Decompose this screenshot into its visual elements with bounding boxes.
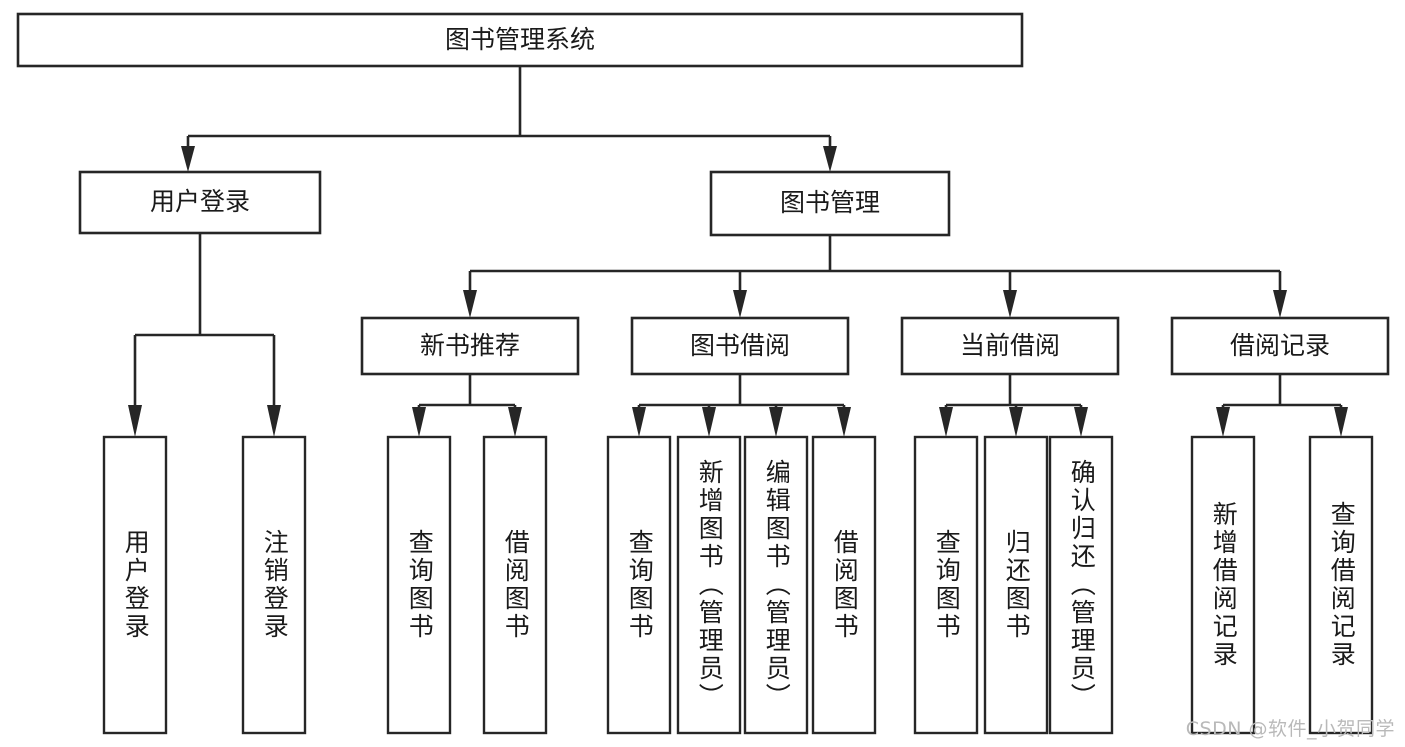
node-current-borrow-label: 当前借阅 xyxy=(960,331,1060,360)
node-current-borrow-box[interactable] xyxy=(900,316,1120,376)
leaf-box-12[interactable] xyxy=(1190,435,1256,735)
arrow-to-leaf-12 xyxy=(1216,407,1230,437)
leaf-box-10[interactable] xyxy=(983,435,1049,735)
leaf-box-9[interactable] xyxy=(913,435,979,735)
node-new-book-box[interactable] xyxy=(360,316,580,376)
leaf-box-5[interactable] xyxy=(606,435,672,735)
arrow-to-book-mgmt xyxy=(823,146,837,172)
leaf-box-2[interactable] xyxy=(241,435,307,735)
arrow-to-newbook xyxy=(463,290,477,318)
arrow-to-leaf-7 xyxy=(769,407,783,437)
node-root-box[interactable] xyxy=(16,12,1024,68)
node-borrow-record-box[interactable] xyxy=(1170,316,1390,376)
arrow-to-record xyxy=(1273,290,1287,318)
node-book-mgmt-box[interactable] xyxy=(709,170,951,237)
node-new-book-label: 新书推荐 xyxy=(420,331,520,360)
leaf-box-13[interactable] xyxy=(1308,435,1374,735)
node-borrow-box[interactable] xyxy=(630,316,850,376)
node-user-login-box[interactable] xyxy=(78,170,322,235)
leaf-box-7[interactable] xyxy=(743,435,809,735)
leaf-box-11[interactable] xyxy=(1048,435,1114,735)
leaf-box-8[interactable] xyxy=(811,435,877,735)
csdn-watermark: CSDN @软件_小贺同学 xyxy=(1185,718,1395,740)
arrow-to-leaf-9 xyxy=(939,407,953,437)
node-borrow-label: 图书借阅 xyxy=(690,331,790,360)
leaf-box-3[interactable] xyxy=(386,435,452,735)
arrow-to-leaf-1 xyxy=(128,405,142,437)
arrow-to-user-login xyxy=(181,146,195,172)
arrow-to-leaf-5 xyxy=(632,407,646,437)
arrow-to-leaf-6 xyxy=(702,407,716,437)
connector-layer xyxy=(128,67,1348,437)
arrow-to-leaf-3 xyxy=(412,407,426,437)
node-book-mgmt-label: 图书管理 xyxy=(780,188,880,217)
arrow-to-leaf-11 xyxy=(1074,407,1088,437)
arrow-to-leaf-13 xyxy=(1334,407,1348,437)
leaf-box-1[interactable] xyxy=(102,435,168,735)
node-layer: 图书管理系统 用户登录 图书管理 新书推荐 图书借阅 当前借阅 借阅记录 xyxy=(16,12,1390,735)
arrow-to-leaf-10 xyxy=(1009,407,1023,437)
arrow-to-current xyxy=(1003,290,1017,318)
arrow-to-borrow xyxy=(733,290,747,318)
arrow-to-leaf-4 xyxy=(508,407,522,437)
leaf-box-6[interactable] xyxy=(676,435,742,735)
node-root-label: 图书管理系统 xyxy=(445,25,595,54)
arrow-to-leaf-2 xyxy=(267,405,281,437)
node-user-login-label: 用户登录 xyxy=(150,187,250,216)
leaf-box-4[interactable] xyxy=(482,435,548,735)
arrow-to-leaf-8 xyxy=(837,407,851,437)
node-borrow-record-label: 借阅记录 xyxy=(1230,331,1330,360)
